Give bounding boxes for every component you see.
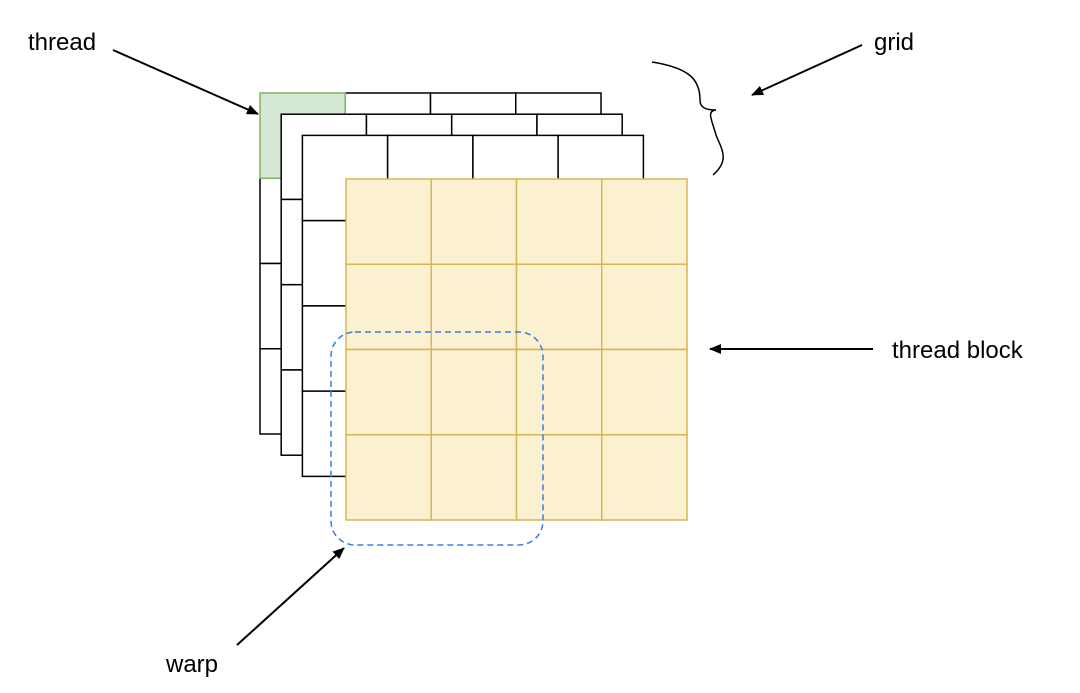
thread-block-cell	[345, 434, 432, 521]
thread-block-cell	[430, 178, 518, 265]
thread-block-cell	[601, 348, 688, 436]
thread-label: thread	[28, 29, 96, 56]
thread-block-cell	[345, 348, 432, 436]
grid-brace	[651, 61, 724, 176]
grid-label: grid	[874, 29, 914, 56]
thread-arrow	[112, 49, 259, 115]
thread-block-cell	[601, 178, 688, 265]
thread-block-cell	[515, 178, 603, 265]
thread-block-cell	[430, 263, 518, 351]
thread-block-cell	[430, 348, 518, 436]
thread-block-label: thread block	[892, 337, 1024, 364]
thread-block-cell	[430, 434, 518, 521]
thread-block-cell	[515, 434, 603, 521]
thread-block-cell	[515, 263, 603, 351]
thread-block-cell	[601, 263, 688, 351]
thread-block-front	[345, 178, 688, 521]
thread-block-cell	[601, 434, 688, 521]
thread-block-cell	[345, 263, 432, 351]
warp-label: warp	[165, 651, 218, 678]
warp-outline	[330, 331, 544, 546]
warp-arrow	[236, 547, 345, 646]
grid-arrow	[751, 44, 863, 96]
thread-block-cell	[345, 178, 432, 265]
thread-block-cell	[515, 348, 603, 436]
